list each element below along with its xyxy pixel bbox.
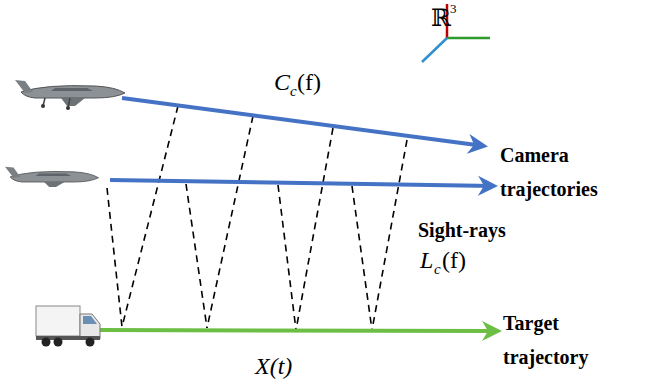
superscript: 3 <box>450 2 457 15</box>
ray-symbol: L <box>420 248 433 272</box>
truck-icon <box>36 306 100 347</box>
space-symbol: ℝ <box>431 6 451 30</box>
trajectory-symbol: (f) <box>297 70 321 94</box>
camera-trajectory <box>122 98 484 146</box>
series-label: Target trajectory <box>503 306 633 374</box>
drone-icon <box>15 80 125 110</box>
camera-trajectory <box>110 180 494 186</box>
target-trajectory <box>100 330 498 331</box>
trajectory-symbol: C <box>274 70 290 94</box>
subscript: c <box>290 84 297 99</box>
ray-symbol: (f) <box>442 248 466 272</box>
series-label: Sight-rays <box>418 220 506 240</box>
series-label: Camera trajectories <box>500 138 640 206</box>
subscript: c <box>434 262 441 277</box>
trajectory-symbol: X(t) <box>255 354 292 378</box>
drone-icon <box>5 167 99 187</box>
sight-rays <box>107 106 407 330</box>
